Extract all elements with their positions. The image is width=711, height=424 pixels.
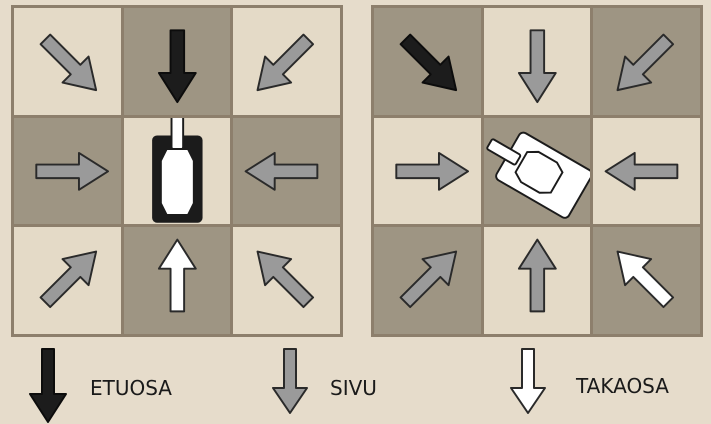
side-arrow-icon bbox=[256, 250, 315, 309]
grid-cell bbox=[374, 8, 481, 115]
grid-cell bbox=[593, 227, 700, 335]
grid-cell bbox=[14, 8, 121, 115]
grid-cell bbox=[374, 117, 481, 225]
board-straight bbox=[11, 5, 343, 337]
grid-cell bbox=[233, 117, 340, 225]
grid-cell bbox=[14, 227, 121, 335]
grid-cell bbox=[123, 227, 231, 335]
grid-cell bbox=[593, 117, 700, 225]
grid-cell bbox=[374, 227, 481, 335]
front-arrow-icon bbox=[157, 29, 197, 104]
side-arrow-icon bbox=[616, 33, 675, 92]
tank-icon bbox=[151, 117, 203, 223]
rear-arrow-icon bbox=[510, 348, 546, 414]
legend-rear: TAKAOSA bbox=[508, 346, 708, 424]
side-arrow-icon bbox=[399, 250, 458, 309]
grid-cell bbox=[233, 8, 340, 115]
front-arrow-icon bbox=[29, 348, 67, 423]
front-arrow-icon bbox=[399, 33, 458, 92]
side-arrow-icon bbox=[517, 238, 557, 313]
side-arrow-icon bbox=[256, 33, 315, 92]
legend-front-label: ETUOSA bbox=[90, 376, 172, 400]
grid-cell bbox=[123, 8, 231, 115]
tank-cell bbox=[123, 117, 231, 225]
side-arrow-icon bbox=[39, 250, 98, 309]
grid-cell bbox=[233, 227, 340, 335]
legend-side: SIVU bbox=[270, 346, 430, 424]
legend-side-label: SIVU bbox=[330, 376, 377, 400]
legend-front: ETUOSA bbox=[26, 346, 226, 424]
tank-icon bbox=[485, 131, 591, 219]
rear-arrow-icon bbox=[616, 250, 675, 309]
tank-cell bbox=[483, 117, 591, 225]
grid-cell bbox=[593, 8, 700, 115]
side-arrow-icon bbox=[517, 29, 557, 104]
grid-cell bbox=[483, 227, 591, 335]
side-arrow-icon bbox=[39, 33, 98, 92]
side-arrow-icon bbox=[244, 151, 319, 191]
side-arrow-icon bbox=[395, 151, 470, 191]
rear-arrow-icon bbox=[157, 238, 197, 313]
grid-cell bbox=[14, 117, 121, 225]
side-arrow-icon bbox=[35, 151, 110, 191]
board-diagonal bbox=[371, 5, 703, 337]
grid-cell bbox=[483, 8, 591, 115]
side-arrow-icon bbox=[604, 151, 679, 191]
side-arrow-icon bbox=[272, 348, 308, 414]
legend-rear-label: TAKAOSA bbox=[576, 374, 669, 398]
